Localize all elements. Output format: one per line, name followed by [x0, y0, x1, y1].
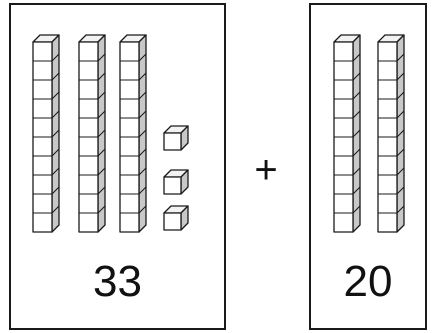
ten-rod-left-3 [120, 35, 146, 232]
unit-cube-left-2 [164, 170, 188, 194]
ten-rod-right-1 [334, 35, 360, 232]
ten-rod-right-2 [378, 35, 404, 232]
ten-rod-left-1 [33, 35, 59, 232]
unit-cube-left-1 [164, 126, 188, 150]
ten-rod-left-2 [79, 35, 105, 232]
unit-cube-left-3 [164, 206, 188, 230]
